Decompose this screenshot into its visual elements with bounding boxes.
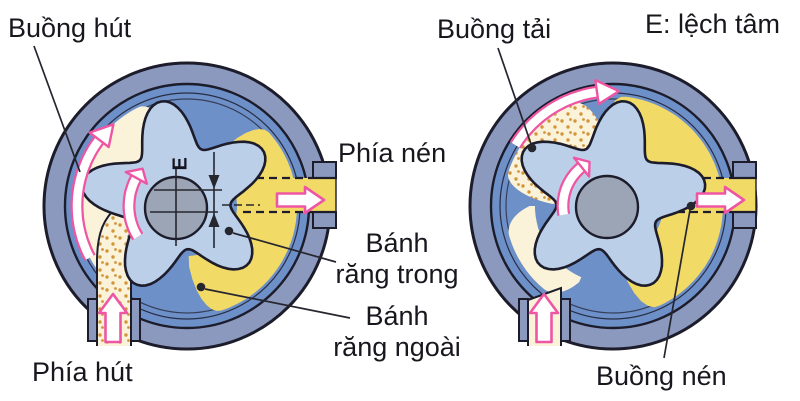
flow-arrows xyxy=(97,185,326,344)
leader-discharge-chamber xyxy=(497,47,532,145)
leader-compression-chamber xyxy=(663,209,691,359)
label-outer-gear: Bánh răng ngoài xyxy=(322,301,472,363)
left-pump xyxy=(42,61,337,351)
eccentricity-dimension xyxy=(150,152,260,248)
leader-lines xyxy=(33,45,696,359)
leader-dot xyxy=(527,143,537,153)
label-discharge-side: Phía nén xyxy=(338,138,447,168)
leader-outer-gear xyxy=(204,288,351,319)
leader-dot xyxy=(224,226,234,236)
leader-dot xyxy=(686,201,696,211)
label-inner-gear-line2: răng trong xyxy=(335,259,459,289)
flow-arrows xyxy=(528,185,746,344)
label-discharge-chamber: Buồng tải xyxy=(437,14,552,44)
right-pump xyxy=(468,61,758,351)
leader-suction-chamber xyxy=(33,45,81,173)
leader-inner-gear xyxy=(232,232,337,263)
label-outer-gear-line2: răng ngoài xyxy=(333,332,461,362)
shaft xyxy=(574,174,640,240)
label-inner-gear-line1: Bánh xyxy=(365,228,429,258)
label-suction-chamber: Buồng hút xyxy=(8,13,132,43)
label-compression-chamber: Buồng nén xyxy=(596,361,727,391)
rotation-arrows xyxy=(70,123,148,261)
eccentricity-symbol: E xyxy=(169,157,192,171)
label-outer-gear-line1: Bánh xyxy=(365,301,429,331)
label-suction-side: Phía hút xyxy=(32,357,133,387)
leader-dot xyxy=(196,282,206,292)
rotation-arrows xyxy=(509,79,621,216)
label-eccentricity-note: E: lệch tâm xyxy=(645,9,781,39)
label-inner-gear: Bánh răng trong xyxy=(322,228,472,290)
